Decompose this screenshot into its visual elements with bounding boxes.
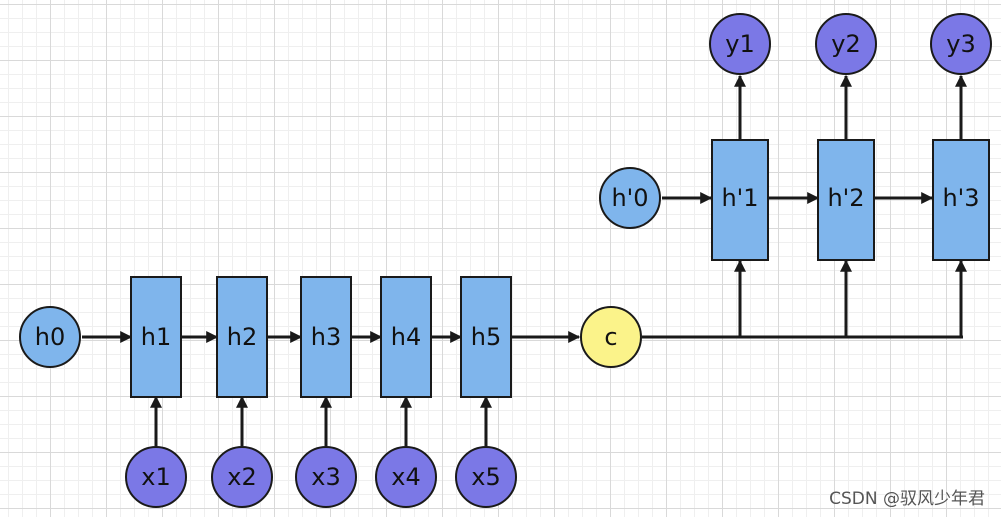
encoder-cell-shape: [460, 276, 512, 398]
encoder-cell-label: h1: [141, 323, 171, 351]
input-node-shape: [211, 446, 273, 508]
watermark: CSDN @驭风少年君: [829, 489, 985, 509]
decoder-initial-node: h'0: [599, 167, 661, 229]
output-node-shape: [930, 13, 992, 75]
decoder-cell-shape: [817, 139, 875, 261]
input-node-shape: [295, 446, 357, 508]
output-node-2: y2: [815, 13, 877, 75]
input-node-5: x5: [455, 446, 517, 508]
output-node-label: y3: [946, 30, 975, 58]
input-node-2: x2: [211, 446, 273, 508]
input-node-label: x4: [391, 463, 420, 491]
input-node-shape: [375, 446, 437, 508]
context-label: c: [604, 323, 617, 351]
input-node-shape: [125, 446, 187, 508]
encoder-cell-label: h5: [471, 323, 501, 351]
encoder-initial-shape: [19, 306, 81, 368]
decoder-cell-shape: [711, 139, 769, 261]
encoder-cell-shape: [216, 276, 268, 398]
encoder-cell-4: h4: [380, 276, 432, 398]
input-node-label: x5: [471, 463, 500, 491]
decoder-cell-3: h'3: [932, 139, 990, 261]
input-node-shape: [455, 446, 517, 508]
output-node-label: y1: [725, 30, 754, 58]
input-node-label: x1: [141, 463, 170, 491]
input-node-label: x2: [227, 463, 256, 491]
input-node-3: x3: [295, 446, 357, 508]
input-node-label: x3: [311, 463, 340, 491]
encoder-cell-1: h1: [130, 276, 182, 398]
decoder-cell-label: h'1: [721, 184, 758, 212]
output-node-shape: [815, 13, 877, 75]
encoder-cell-label: h4: [391, 323, 421, 351]
edges: [82, 74, 967, 446]
input-node-1: x1: [125, 446, 187, 508]
encoder-cell-label: h3: [311, 323, 341, 351]
output-node-3: y3: [930, 13, 992, 75]
decoder-cell-2: h'2: [817, 139, 875, 261]
encoder-initial-node: h0: [19, 306, 81, 368]
output-node-1: y1: [709, 13, 771, 75]
decoder-initial-label: h'0: [611, 184, 648, 212]
encoder-cell-shape: [300, 276, 352, 398]
decoder-cell-label: h'3: [942, 184, 979, 212]
encoder-cell-2: h2: [216, 276, 268, 398]
decoder-cell-1: h'1: [711, 139, 769, 261]
encoder-cell-shape: [130, 276, 182, 398]
encoder-cell-3: h3: [300, 276, 352, 398]
encoder-cell-label: h2: [227, 323, 257, 351]
context-node: c: [580, 306, 642, 368]
encoder-cell-5: h5: [460, 276, 512, 398]
encoder-cell-shape: [380, 276, 432, 398]
decoder-cell-label: h'2: [827, 184, 864, 212]
decoder-cell-shape: [932, 139, 990, 261]
input-node-4: x4: [375, 446, 437, 508]
decoder-initial-shape: [599, 167, 661, 229]
output-node-label: y2: [831, 30, 860, 58]
encoder-initial-label: h0: [35, 323, 65, 351]
output-node-shape: [709, 13, 771, 75]
context-shape: [580, 306, 642, 368]
